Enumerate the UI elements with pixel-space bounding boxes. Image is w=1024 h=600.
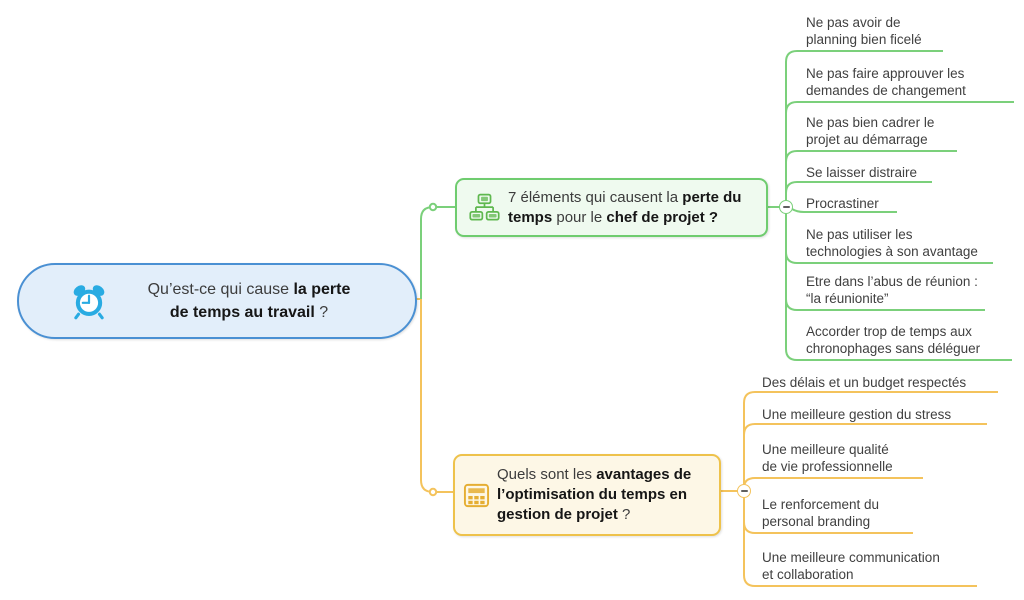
connector-leaf-cadrage <box>785 150 957 201</box>
title-segment: Qu’est-ce qui cause <box>147 281 294 298</box>
table-grid-icon <box>463 482 490 509</box>
connector-leaf-procrastiner <box>791 208 897 213</box>
leaf-node-chronophages[interactable]: Accorder trop de temps aux chronophages … <box>806 324 981 356</box>
title-segment-bold: avantages de l’optimisation du temps en … <box>497 466 692 523</box>
connector-leaf-planning <box>785 50 943 201</box>
topic-node-avantages[interactable]: Quels sont les avantages de l’optimisati… <box>453 454 721 536</box>
connector-root-to-avantages <box>409 298 453 493</box>
topic-avantages-title: Quels sont les avantages de l’optimisati… <box>497 465 691 525</box>
connector-root-to-causes <box>420 206 455 299</box>
leaf-node-qualite[interactable]: Une meilleure qualité de vie professionn… <box>762 442 893 474</box>
leaf-node-stress[interactable]: Une meilleure gestion du stress <box>762 407 952 422</box>
topic-causes-title: 7 éléments qui causent la perte du temps… <box>508 188 741 228</box>
collapse-button-avantages[interactable] <box>737 484 751 498</box>
leaf-node-reunionite[interactable]: Etre dans l’abus de réunion : “la réunio… <box>806 274 978 306</box>
network-computers-icon <box>469 193 500 223</box>
connector-leaf-stress <box>743 423 987 485</box>
leaf-node-planning[interactable]: Ne pas avoir de planning bien ficelé <box>806 15 922 47</box>
title-segment: pour le <box>552 208 607 226</box>
alarm-clock-icon <box>69 281 109 321</box>
title-segment-bold: chef de projet ? <box>606 208 719 226</box>
topic-node-causes[interactable]: 7 éléments qui causent la perte du temps… <box>455 178 768 237</box>
leaf-node-branding[interactable]: Le renforcement du personal branding <box>762 497 880 529</box>
bend-dot-causes <box>428 202 438 212</box>
title-segment-bold: perte du temps <box>508 188 742 226</box>
collapse-button-causes[interactable] <box>779 200 793 214</box>
connector-leaf-chronophages <box>785 213 1012 361</box>
connector-leaf-distraire <box>785 181 932 201</box>
root-node[interactable]: Qu’est-ce qui cause la perte de temps au… <box>17 263 417 339</box>
connector-leaf-changement <box>785 101 1014 201</box>
title-segment: Quels sont les <box>497 466 597 483</box>
leaf-node-changement[interactable]: Ne pas faire approuver les demandes de c… <box>806 66 966 98</box>
connector-leaf-qualite <box>743 477 923 489</box>
leaf-node-communication[interactable]: Une meilleure communication et collabora… <box>762 550 940 582</box>
leaf-node-cadrage[interactable]: Ne pas bien cadrer le projet au démarrag… <box>806 115 935 147</box>
leaf-node-technologies[interactable]: Ne pas utiliser les technologies à son a… <box>806 227 978 259</box>
connector-leaf-delais <box>743 391 998 485</box>
leaf-node-delais[interactable]: Des délais et un budget respectés <box>762 375 967 390</box>
title-segment-bold: la perte de temps au travail <box>169 281 351 321</box>
leaf-node-procrastiner[interactable]: Procrastiner <box>806 196 879 211</box>
bend-dot-avantages <box>428 487 438 497</box>
title-segment: 7 éléments qui causent la <box>508 188 683 206</box>
title-segment: ? <box>617 506 631 523</box>
branch-causes-connectors <box>420 50 1014 361</box>
root-node-title: Qu’est-ce qui cause la perte de temps au… <box>109 278 415 324</box>
leaf-node-distraire[interactable]: Se laisser distraire <box>806 165 918 180</box>
title-segment: ? <box>314 304 329 321</box>
connector-leaf-communication <box>743 497 977 587</box>
